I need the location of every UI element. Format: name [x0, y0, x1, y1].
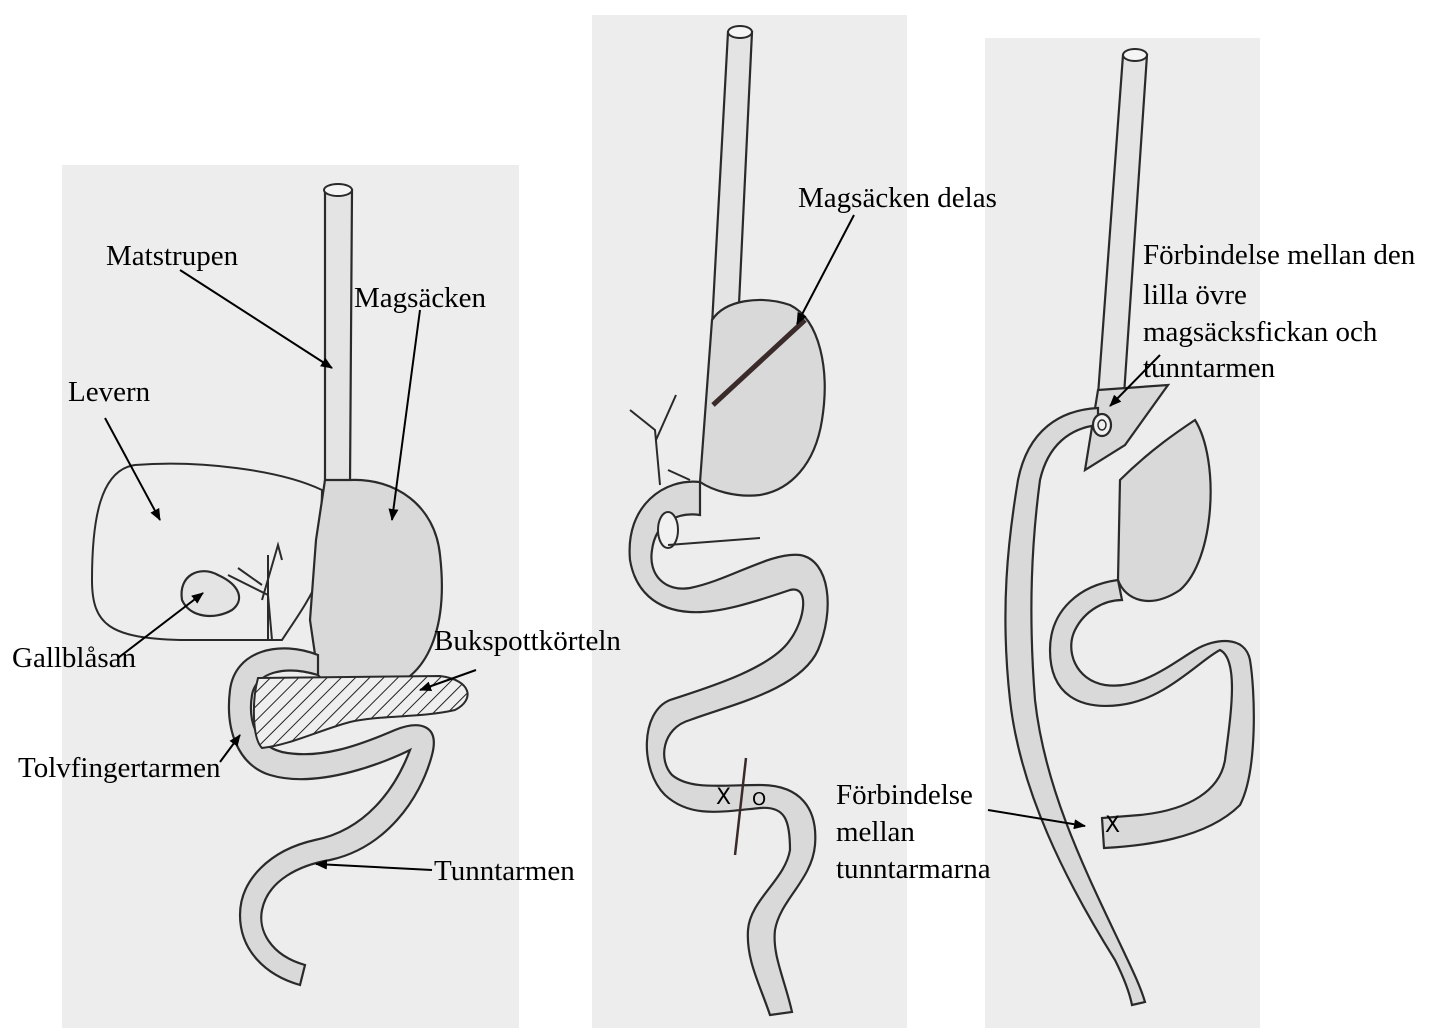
- esophagus-shape: [325, 190, 352, 485]
- x-mark-panel3: X: [1105, 808, 1120, 844]
- label-forbindelse-top-line2: lilla övre: [1143, 277, 1247, 313]
- remnant-stomach-shape: [1118, 420, 1211, 601]
- label-gallblasan: Gallblåsan: [12, 640, 136, 676]
- label-magsacken-delas: Magsäcken delas: [798, 180, 997, 216]
- label-forbindelse-bottom-line1: Förbindelse: [836, 777, 973, 813]
- anastomosis-ring: [1093, 414, 1111, 436]
- label-tunntarmen: Tunntarmen: [434, 853, 575, 889]
- label-magsacken: Magsäcken: [354, 280, 486, 316]
- label-forbindelse-top-line4: tunntarmen: [1143, 350, 1275, 386]
- label-bukspottkorteln: Bukspottkörteln: [434, 623, 621, 659]
- gallbladder-shape: [182, 571, 240, 616]
- label-forbindelse-top-line1: Förbindelse mellan den: [1143, 237, 1415, 273]
- stomach-shape: [310, 480, 442, 692]
- label-levern: Levern: [68, 374, 150, 410]
- label-matstrupen: Matstrupen: [106, 238, 238, 274]
- intestine-divided-shape: [630, 482, 828, 1015]
- label-tolvfingertarmen: Tolvfingertarmen: [18, 750, 221, 786]
- label-forbindelse-bottom-line2: mellan: [836, 814, 915, 850]
- x-mark-panel2: X: [716, 780, 731, 816]
- pancreas-shape: [254, 676, 468, 748]
- o-mark-panel2: O: [752, 782, 766, 818]
- label-forbindelse-top-line3: magsäcksfickan och: [1143, 314, 1377, 350]
- gastric-bypass-drawing: [1005, 49, 1253, 1005]
- label-forbindelse-bottom-line3: tunntarmarna: [836, 851, 991, 887]
- stomach-divided-drawing: [630, 26, 828, 1015]
